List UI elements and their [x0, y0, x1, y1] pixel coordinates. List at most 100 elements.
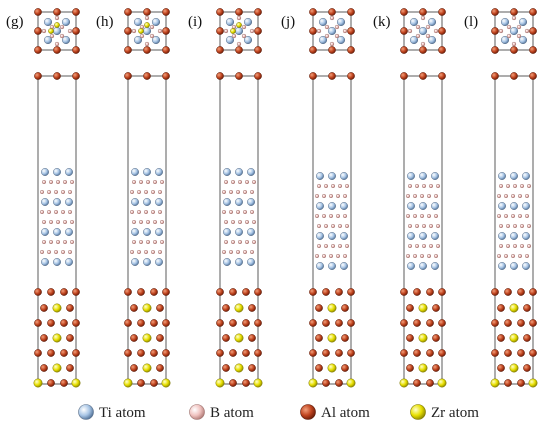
b-atom — [425, 33, 431, 39]
zr-atom — [509, 363, 519, 373]
ti-atom — [143, 228, 151, 236]
al-atom — [248, 334, 256, 342]
ti-atom — [223, 198, 231, 206]
b-atom — [519, 223, 525, 229]
ti-atom — [131, 258, 139, 266]
ti-atom — [336, 35, 346, 45]
ti-atom — [235, 168, 243, 176]
al-atom — [406, 364, 414, 372]
ti-atom — [498, 232, 506, 240]
al-atom — [216, 319, 224, 327]
b-atom — [526, 223, 532, 229]
ti-atom — [316, 172, 324, 180]
al-atom — [328, 46, 336, 54]
ti-atom — [419, 232, 427, 240]
ti-atom — [133, 35, 143, 45]
al-atom — [53, 8, 61, 16]
al-atom — [438, 319, 446, 327]
al-atom — [40, 304, 48, 312]
al-atom — [34, 288, 42, 296]
al-atom — [124, 319, 132, 327]
al-atom — [322, 349, 330, 357]
ti-atom — [431, 262, 439, 270]
top-view-cell — [34, 8, 80, 54]
al-atom — [517, 379, 525, 387]
ti-atom — [41, 168, 49, 176]
b-atom — [53, 209, 59, 215]
b-atom — [321, 193, 327, 199]
al-atom — [426, 379, 434, 387]
b-atom — [39, 189, 45, 195]
ti-atom — [431, 202, 439, 210]
b-atom — [510, 253, 516, 259]
b-atom — [498, 183, 504, 189]
ti-atom — [340, 232, 348, 240]
al-atom — [432, 304, 440, 312]
b-atom — [407, 183, 413, 189]
b-atom — [316, 223, 322, 229]
al-atom — [216, 72, 224, 80]
b-atom-icon — [189, 404, 205, 420]
al-atom — [72, 349, 80, 357]
ti-atom — [65, 228, 73, 236]
b-atom — [419, 213, 425, 219]
zr-atom — [52, 363, 62, 373]
b-atom — [516, 24, 522, 30]
b-atom — [152, 239, 158, 245]
al-atom — [491, 46, 499, 54]
ti-atom — [518, 35, 528, 45]
zr-atom — [123, 378, 133, 388]
b-atom — [433, 253, 439, 259]
ti-atom — [510, 172, 518, 180]
b-atom — [328, 193, 334, 199]
ti-atom — [225, 35, 235, 45]
al-atom — [438, 27, 446, 35]
b-atom — [241, 24, 247, 30]
b-atom — [517, 213, 523, 219]
b-atom — [143, 209, 149, 215]
al-atom — [34, 46, 42, 54]
al-atom — [216, 288, 224, 296]
b-atom — [221, 249, 227, 255]
zr-atom — [253, 378, 263, 388]
ti-atom — [43, 17, 53, 27]
b-atom — [46, 209, 52, 215]
ti-atom — [53, 198, 61, 206]
b-atom — [428, 243, 434, 249]
legend-label-zr: Zr atom — [431, 405, 479, 421]
b-atom — [157, 189, 163, 195]
al-atom — [347, 319, 355, 327]
zr-atom — [48, 28, 54, 34]
b-atom — [316, 28, 322, 34]
al-atom — [72, 46, 80, 54]
b-atom — [314, 213, 320, 219]
al-atom — [523, 304, 531, 312]
al-atom — [53, 72, 61, 80]
b-atom — [496, 213, 502, 219]
al-atom — [53, 46, 61, 54]
b-atom — [41, 239, 47, 245]
b-atom — [420, 41, 426, 47]
al-atom — [413, 288, 421, 296]
b-atom — [55, 179, 61, 185]
b-atom — [414, 223, 420, 229]
al-atom — [322, 319, 330, 327]
b-atom — [223, 28, 229, 34]
b-atom — [519, 243, 525, 249]
b-atom — [412, 213, 418, 219]
b-atom — [131, 179, 137, 185]
b-atom — [59, 33, 65, 39]
zr-atom — [327, 333, 337, 343]
side-view-slab — [308, 72, 356, 388]
al-atom — [162, 319, 170, 327]
al-atom — [419, 8, 427, 16]
b-atom — [426, 213, 432, 219]
b-atom — [524, 253, 530, 259]
b-atom — [69, 239, 75, 245]
b-atom — [412, 193, 418, 199]
al-atom — [529, 46, 537, 54]
al-atom — [438, 72, 446, 80]
b-atom — [41, 219, 47, 225]
al-atom — [254, 27, 262, 35]
